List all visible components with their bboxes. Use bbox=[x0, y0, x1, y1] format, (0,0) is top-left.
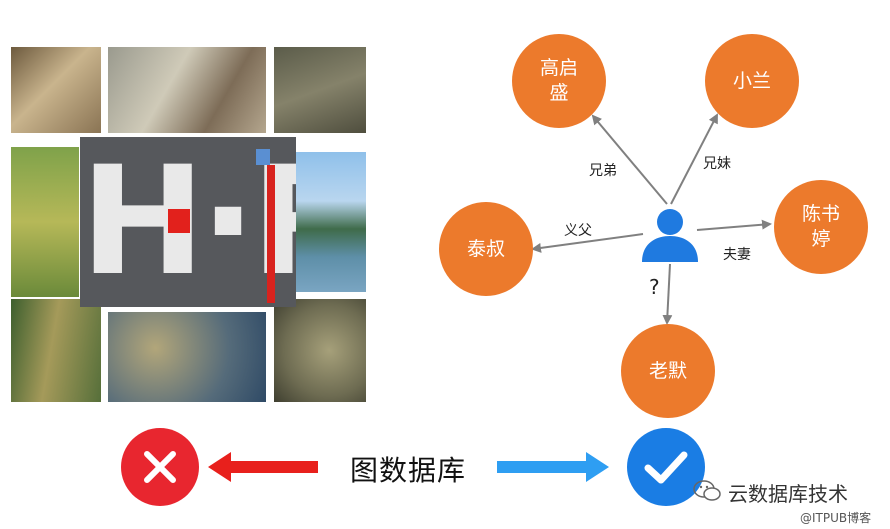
wrong-icon bbox=[121, 428, 199, 506]
graph-database-label: 图数据库 bbox=[350, 454, 467, 487]
edge-label-siblings: 兄妹 bbox=[703, 156, 731, 172]
person-icon bbox=[642, 209, 698, 262]
edge-label-brothers: 兄弟 bbox=[589, 163, 617, 179]
check-icon bbox=[627, 428, 705, 506]
image-tile bbox=[11, 147, 79, 297]
watermark-sub: @ITPUB博客 bbox=[800, 511, 872, 525]
edge-label-unknown: ? bbox=[649, 275, 660, 299]
right-blue-arrow bbox=[497, 452, 609, 482]
edge-siblings bbox=[670, 113, 718, 205]
logo-blue-tab bbox=[256, 149, 270, 165]
wechat-icon bbox=[692, 478, 722, 508]
edge-brothers bbox=[591, 114, 668, 205]
node-gao-qisheng: 高启 盛 bbox=[512, 34, 606, 128]
image-tile bbox=[108, 47, 266, 133]
image-tile bbox=[11, 47, 101, 133]
edge-unknown bbox=[662, 263, 673, 325]
image-tile bbox=[274, 299, 366, 402]
edge-label-godfather: 义父 bbox=[564, 223, 592, 239]
node-chen-shuting: 陈书 婷 bbox=[774, 180, 868, 274]
node-laomo: 老默 bbox=[621, 324, 715, 418]
image-tile bbox=[108, 312, 266, 402]
logo-red-stripe bbox=[267, 165, 275, 303]
logo-red-accent bbox=[168, 209, 190, 233]
hr-logo: H·R bbox=[80, 137, 296, 307]
image-tile bbox=[11, 299, 101, 402]
node-taishu: 泰叔 bbox=[439, 202, 533, 296]
left-red-arrow bbox=[208, 452, 318, 482]
node-xiaolan: 小兰 bbox=[705, 34, 799, 128]
edge-spouse bbox=[696, 219, 772, 231]
edge-label-spouse: 夫妻 bbox=[723, 247, 751, 263]
watermark-main: 云数据库技术 bbox=[728, 482, 848, 506]
edge-godfather bbox=[531, 233, 644, 253]
image-tile bbox=[274, 47, 366, 133]
